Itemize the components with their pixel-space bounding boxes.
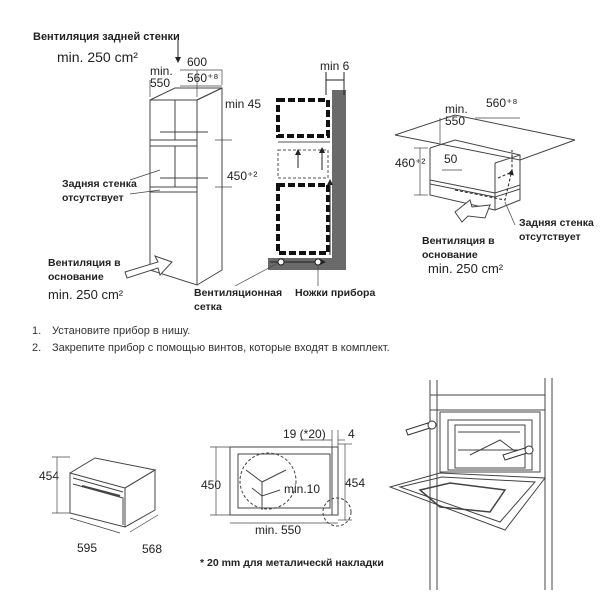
step-text: Закрепите прибор с помощью винтов, котор…	[52, 342, 390, 354]
height-450: 450	[201, 478, 221, 492]
min-250-bottom-label: min. 250 cm²	[48, 287, 124, 302]
rear-wall-label: Задняя стенка	[62, 178, 137, 190]
dim-min45: min 45	[225, 97, 261, 111]
footnote: * 20 mm для металическй накладки	[200, 557, 384, 569]
height-454: 454	[39, 469, 59, 483]
step-1: 1. Установите прибор в нишу.	[32, 323, 390, 340]
dim-550: 550	[150, 76, 170, 90]
base-label: основание	[48, 271, 104, 283]
min-550: min. 550	[255, 523, 301, 537]
dim-450: 450⁺²	[227, 169, 257, 183]
step-2: 2. Закрепите прибор с помощью винтов, кот…	[32, 340, 390, 357]
base-vent-label: Вентиляция в	[48, 257, 121, 269]
dim-560-c: 560⁺⁸	[486, 96, 517, 110]
appliance-feet-label: Ножки прибора	[295, 287, 375, 299]
dim-50-c: 50	[444, 152, 458, 166]
dim-460-c: 460⁺²	[395, 156, 425, 170]
dim-min6: min 6	[320, 59, 350, 73]
min-label-c: min.	[445, 102, 468, 116]
tall-cabinet-diagram: Вентиляция задней стенки min. 250 cm² 60…	[33, 31, 261, 302]
dim-19-20: 19 (*20)	[283, 427, 326, 441]
dim-560: 560⁺⁸	[187, 71, 218, 85]
min-label: min.	[150, 64, 173, 78]
install-steps: 1. Установите прибор в нишу. 2. Закрепите …	[32, 323, 390, 357]
frame-section-diagram: 19 (*20) 4 450 454 min.10 min. 550 * 20 …	[200, 427, 384, 569]
step-text: Установите прибор в нишу.	[52, 325, 191, 337]
height-454: 454	[345, 476, 365, 490]
depth-568: 568	[142, 542, 162, 556]
dim-550-c: 550	[445, 114, 465, 128]
side-section-diagram: min 6 Вентиляционная сетка Ножки прибора	[194, 59, 375, 313]
rear-wall-absent-label-c: отсутствует	[519, 231, 581, 243]
min-250-top-label: min. 250 cm²	[57, 49, 138, 65]
rear-wall-absent-label: отсутствует	[62, 192, 124, 204]
grille-label: сетка	[194, 301, 222, 313]
dim-4: 4	[348, 427, 355, 441]
niche-diagram: min. 550 560⁺⁸ 460⁺² 50 Задняя стенка от…	[394, 96, 594, 276]
step-number: 2.	[32, 342, 42, 354]
appliance-dimensions-diagram: 454 595 568	[39, 456, 162, 556]
width-595: 595	[77, 541, 97, 555]
min-250-c: min. 250 cm²	[428, 261, 504, 276]
open-oven-diagram	[388, 378, 553, 590]
step-number: 1.	[32, 325, 42, 337]
base-label-c: основание	[422, 249, 478, 261]
base-vent-label-c: Вентиляция в	[422, 235, 495, 247]
rear-vent-title: Вентиляция задней стенки	[33, 31, 180, 43]
min-10: min.10	[284, 482, 320, 496]
rear-wall-label-c: Задняя стенка	[519, 217, 594, 229]
dim-600: 600	[187, 55, 207, 69]
vent-grille-label: Вентиляционная	[194, 287, 282, 299]
